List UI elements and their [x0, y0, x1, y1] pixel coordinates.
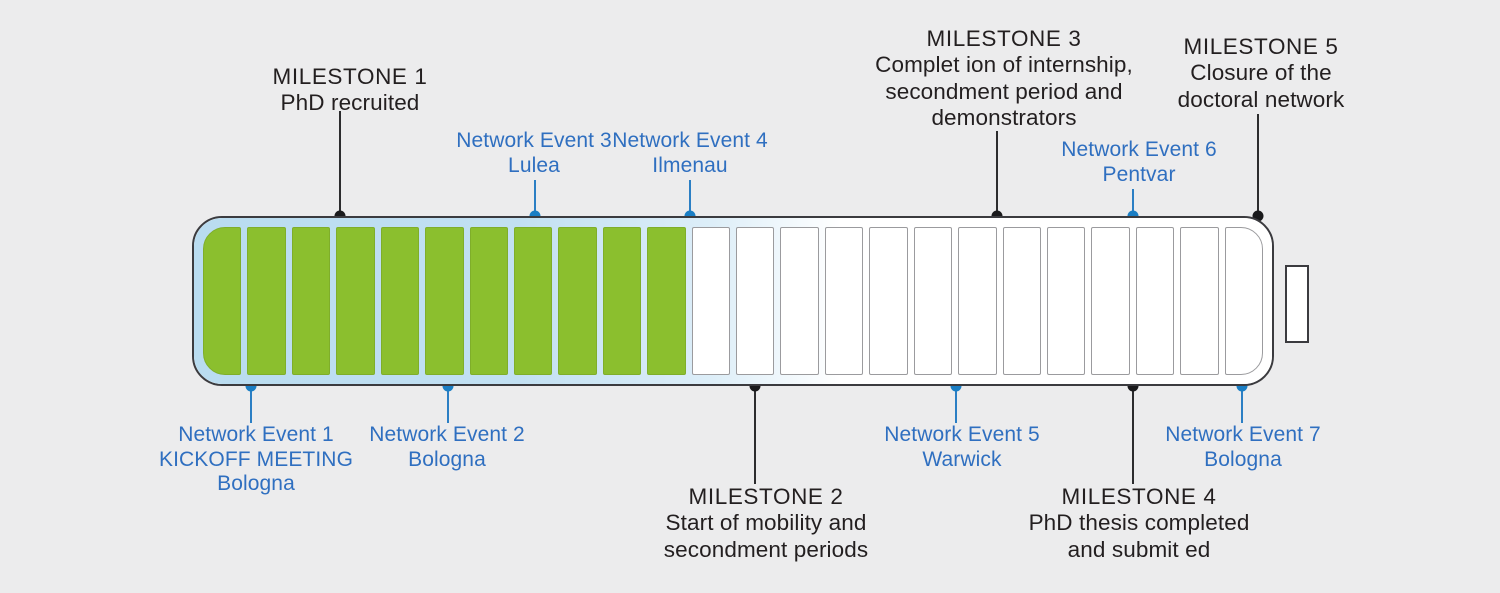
network-event-5-dot[interactable] — [950, 380, 962, 392]
milestone-2-connector — [754, 386, 756, 484]
battery-segment-empty — [1180, 227, 1219, 375]
battery-body — [192, 216, 1274, 386]
milestone-5-title: MILESTONE 5 — [1183, 34, 1339, 59]
battery-segment-empty — [913, 227, 953, 375]
network-event-2-description: Bologna — [408, 447, 486, 471]
network-event-7-title: Network Event 7 — [1165, 423, 1321, 446]
network-event-7-connector — [1241, 386, 1243, 423]
battery-segment-filled — [247, 227, 286, 375]
network-event-6-description: Pentvar — [1102, 162, 1176, 186]
milestone-1-title: MILESTONE 1 — [272, 64, 428, 89]
milestone-1-description: PhD recruited — [280, 90, 420, 116]
battery-segment-empty — [691, 227, 731, 375]
battery-segment-filled — [336, 227, 375, 375]
network-event-4-connector — [689, 180, 691, 216]
network-event-6-connector — [1132, 189, 1134, 216]
network-event-3-description: Lulea — [508, 153, 560, 177]
battery-segment-filled — [291, 227, 331, 375]
battery-terminal — [1285, 265, 1309, 343]
network-event-2-connector — [447, 386, 449, 423]
milestone-4-dot[interactable] — [1127, 380, 1139, 392]
milestone-5-description: Closure of the doctoral network — [1177, 60, 1345, 112]
network-event-7-dot[interactable] — [1236, 380, 1248, 392]
milestone-3-connector — [996, 131, 998, 216]
network-event-2-dot[interactable] — [442, 380, 454, 392]
network-event-6-title: Network Event 6 — [1061, 138, 1217, 161]
milestone-4-connector — [1132, 386, 1134, 484]
milestone-2-title: MILESTONE 2 — [688, 484, 844, 509]
network-event-4-description: Ilmenau — [652, 153, 728, 177]
network-event-3-connector — [534, 180, 536, 216]
battery-segment-empty — [958, 227, 997, 375]
battery-segment-filled — [647, 227, 686, 375]
battery-segment-empty — [1091, 227, 1130, 375]
battery-segment-filled — [425, 227, 464, 375]
battery-segment-filled — [558, 227, 597, 375]
milestone-4-description: PhD thesis completed and submit ed — [1028, 510, 1250, 562]
battery-segment-empty — [1135, 227, 1175, 375]
network-event-3-title: Network Event 3 — [456, 129, 612, 152]
battery-segments — [203, 227, 1264, 375]
battery-segment-filled — [602, 227, 642, 375]
battery-segment-empty — [869, 227, 908, 375]
network-event-2-title: Network Event 2 — [369, 423, 525, 446]
battery-segment-filled — [513, 227, 553, 375]
network-event-5-connector — [955, 386, 957, 423]
battery-segment-filled — [469, 227, 508, 375]
milestone-1-connector — [339, 111, 341, 216]
network-event-5-description: Warwick — [922, 447, 1002, 471]
battery-segment-empty — [824, 227, 864, 375]
network-event-1-description: KICKOFF MEETING Bologna — [158, 447, 354, 496]
milestone-5-dot[interactable] — [1252, 210, 1264, 222]
milestone-5-connector — [1257, 114, 1259, 216]
network-event-1-dot[interactable] — [245, 380, 257, 392]
battery-segment-filled — [380, 227, 420, 375]
network-event-7-description: Bologna — [1204, 447, 1282, 471]
battery-segment-empty — [1002, 227, 1042, 375]
battery-segment-empty — [780, 227, 819, 375]
network-event-5-title: Network Event 5 — [884, 423, 1040, 446]
milestone-2-description: Start of mobility and secondment periods — [663, 510, 869, 562]
network-event-4-title: Network Event 4 — [612, 129, 768, 152]
milestone-2-dot[interactable] — [749, 380, 761, 392]
battery-segment-empty — [736, 227, 775, 375]
network-event-1-connector — [250, 386, 252, 423]
milestone-3-title: MILESTONE 3 — [926, 26, 1082, 51]
battery-segment-filled — [203, 227, 242, 375]
network-event-1-title: Network Event 1 — [178, 423, 334, 446]
battery-segment-empty — [1224, 227, 1264, 375]
battery-segment-empty — [1047, 227, 1086, 375]
milestone-4-title: MILESTONE 4 — [1061, 484, 1217, 509]
milestone-3-description: Complet ion of internship, secondment pe… — [875, 52, 1133, 130]
